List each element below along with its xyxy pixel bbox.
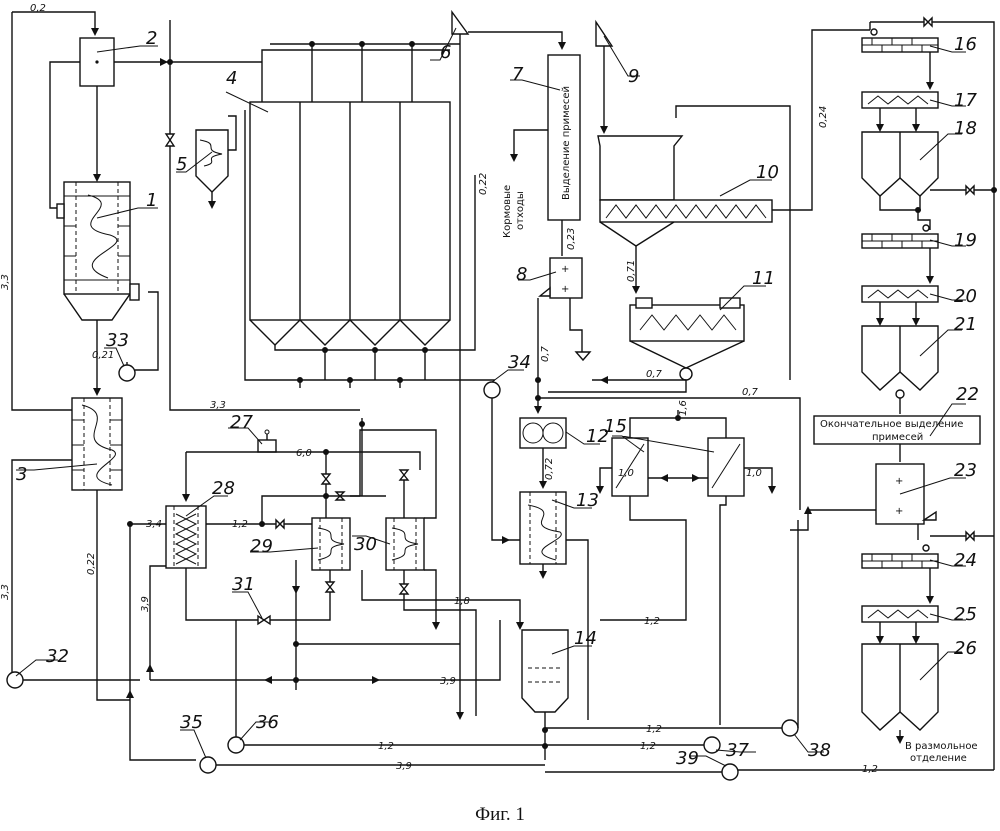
flow-0-71: 0,71 bbox=[626, 260, 637, 282]
number-28: 28 bbox=[212, 478, 235, 499]
flow-3-3-bottom: 3,3 bbox=[0, 584, 11, 600]
flow-1-2-c: 1,2 bbox=[646, 724, 662, 735]
number-6: 6 bbox=[440, 42, 451, 63]
number-26: 26 bbox=[954, 638, 977, 659]
number-21: 21 bbox=[954, 314, 977, 335]
number-39: 39 bbox=[676, 748, 699, 769]
number-13: 13 bbox=[576, 490, 599, 511]
pump-34 bbox=[484, 382, 500, 398]
svg-text:+: + bbox=[895, 506, 903, 517]
pump-33 bbox=[119, 365, 135, 381]
number-5: 5 bbox=[176, 154, 187, 175]
unit-29-box bbox=[312, 518, 350, 570]
flow-1-2-b: 1,2 bbox=[644, 616, 660, 627]
number-24: 24 bbox=[954, 550, 977, 571]
flow-0-22-left: 0,22 bbox=[86, 553, 97, 575]
number-1: 1 bbox=[146, 190, 157, 211]
number-7: 7 bbox=[512, 64, 524, 85]
flow-6-0: 6,0 bbox=[296, 448, 312, 459]
flow-0-24: 0,24 bbox=[818, 106, 829, 128]
units-12-15 bbox=[520, 410, 776, 760]
number-9: 9 bbox=[628, 66, 639, 87]
to-milling-label-1: В размольное bbox=[905, 741, 978, 752]
number-8: 8 bbox=[516, 264, 527, 285]
number-15: 15 bbox=[604, 416, 627, 437]
lower-middle bbox=[126, 382, 798, 780]
unit-11-box bbox=[630, 305, 744, 341]
number-23: 23 bbox=[954, 460, 977, 481]
flow-0-22-mid: 0,22 bbox=[478, 173, 489, 195]
number-32: 32 bbox=[46, 646, 69, 667]
flow-3-3-left: 3,3 bbox=[0, 274, 11, 290]
number-33: 33 bbox=[106, 330, 129, 351]
pump-38 bbox=[782, 720, 798, 736]
svg-text:+: + bbox=[561, 264, 569, 275]
flow-1-2-a: 1,2 bbox=[232, 519, 248, 530]
unit-14-box bbox=[522, 630, 568, 712]
number-3: 3 bbox=[16, 464, 27, 485]
number-22: 22 bbox=[956, 384, 979, 405]
pump-39 bbox=[722, 764, 738, 780]
flow-1-0-b: 1,0 bbox=[746, 468, 762, 479]
unit-30-box bbox=[386, 518, 424, 570]
number-17: 17 bbox=[954, 90, 977, 111]
number-30: 30 bbox=[354, 534, 377, 555]
flow-1-2-e: 1,2 bbox=[640, 741, 656, 752]
final-separation-label-1: Окончательное выделение bbox=[820, 419, 963, 430]
flow-0-7-c: 0,7 bbox=[742, 387, 759, 398]
pump-35 bbox=[200, 757, 216, 773]
pump-32 bbox=[7, 672, 23, 688]
flow-0-7-b: 0,7 bbox=[646, 369, 663, 380]
number-16: 16 bbox=[954, 34, 977, 55]
number-25: 25 bbox=[954, 604, 977, 625]
unit-numbers: 2 1 3 4 5 6 7 8 9 10 11 12 13 14 15 16 1… bbox=[16, 28, 979, 769]
number-14: 14 bbox=[574, 628, 597, 649]
flow-1-0-a: 1,0 bbox=[618, 468, 634, 479]
flow-0-7-a: 0,7 bbox=[540, 345, 551, 362]
number-35: 35 bbox=[180, 712, 203, 733]
flow-3-3-mid: 3,3 bbox=[210, 400, 226, 411]
number-38: 38 bbox=[808, 740, 831, 761]
number-31: 31 bbox=[232, 574, 255, 595]
flow-3-9-a: 3,9 bbox=[140, 596, 151, 612]
number-19: 19 bbox=[954, 230, 977, 251]
svg-text:+: + bbox=[895, 476, 903, 487]
number-36: 36 bbox=[256, 712, 279, 733]
flow-3-4: 3,4 bbox=[146, 519, 162, 530]
number-34: 34 bbox=[508, 352, 531, 373]
pump-36 bbox=[228, 737, 244, 753]
flow-1-2-d: 1,2 bbox=[378, 741, 394, 752]
process-flow-diagram: Выделение примесей Кормовые отходы + + bbox=[0, 0, 1000, 800]
final-separation-label-2: примесей bbox=[872, 432, 923, 443]
feed-waste-label-1: Кормовые bbox=[502, 185, 513, 238]
number-27: 27 bbox=[230, 412, 253, 433]
flow-1-8: 1,8 bbox=[454, 596, 470, 607]
flow-1-6: 1,6 bbox=[678, 400, 689, 416]
number-11: 11 bbox=[752, 268, 775, 289]
number-20: 20 bbox=[954, 286, 977, 307]
svg-text:+: + bbox=[561, 284, 569, 295]
feed-waste-label-2: отходы bbox=[515, 191, 526, 230]
number-10: 10 bbox=[756, 162, 779, 183]
unit-9-hopper bbox=[596, 22, 612, 46]
flow-1-2-f: 1,2 bbox=[862, 764, 878, 775]
unit-4-silos bbox=[245, 41, 495, 388]
number-37: 37 bbox=[726, 740, 749, 761]
flow-0-21: 0,21 bbox=[92, 350, 114, 361]
flow-3-9-c: 3,9 bbox=[396, 761, 412, 772]
flow-0-2-top: 0,2 bbox=[30, 3, 46, 14]
flow-0-72: 0,72 bbox=[544, 458, 555, 480]
figure-caption: Фиг. 1 bbox=[0, 804, 1000, 826]
number-29: 29 bbox=[250, 536, 273, 557]
to-milling-label-2: отделение bbox=[910, 753, 967, 764]
unit-7-label: Выделение примесей bbox=[561, 86, 572, 200]
number-18: 18 bbox=[954, 118, 977, 139]
number-2: 2 bbox=[146, 28, 157, 49]
flow-3-9-b: 3,9 bbox=[440, 676, 456, 687]
flow-0-23: 0,23 bbox=[566, 228, 577, 250]
number-4: 4 bbox=[226, 68, 237, 89]
